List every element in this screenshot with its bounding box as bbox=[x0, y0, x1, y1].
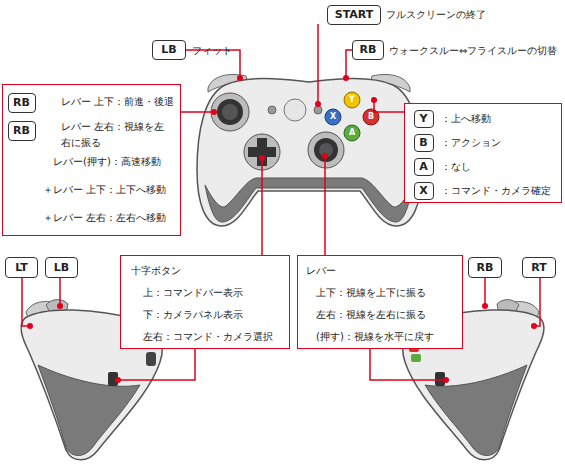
key-box: Y bbox=[414, 110, 434, 128]
description-text: ：コマンド・カメラ確定 bbox=[441, 184, 551, 197]
key-name: LB bbox=[153, 43, 185, 56]
key-box: LB bbox=[152, 40, 186, 60]
key-box: RB bbox=[468, 257, 502, 278]
button-letter: Y bbox=[344, 95, 360, 105]
key-label: フィット bbox=[192, 44, 232, 57]
button-letter: B bbox=[363, 112, 379, 122]
callout-box: ：上へ移動 ：アクション ：なし ：コマンド・カメラ確定 YBAX bbox=[404, 103, 562, 203]
key-name: B bbox=[415, 136, 433, 149]
key-box: RB bbox=[8, 121, 36, 141]
description-text: レバー 左右：視線を左右に振る bbox=[61, 119, 173, 151]
key-box: A bbox=[414, 158, 434, 176]
description-text: レバー(押す)：高速移動 bbox=[53, 155, 161, 168]
key-box: B bbox=[414, 134, 434, 152]
key-name: Y bbox=[415, 112, 433, 125]
key-box: X bbox=[414, 182, 434, 200]
key-box: RT bbox=[522, 257, 556, 278]
description-text: 左右：視線を左右に振る bbox=[316, 308, 426, 321]
description-text: ＋レバー 上下：上下へ移動 bbox=[43, 183, 166, 196]
key-name: LT bbox=[6, 261, 37, 274]
button-letter: A bbox=[344, 128, 360, 138]
description-text: レバー bbox=[306, 264, 336, 277]
description-text: 上下：視線を上下に振る bbox=[316, 286, 426, 299]
description-text: 下：カメラパネル表示 bbox=[143, 308, 243, 321]
key-label: フルスクリーンの終了 bbox=[386, 8, 486, 21]
key-box: RB bbox=[352, 40, 384, 60]
key-name: RB bbox=[9, 124, 35, 137]
key-name: X bbox=[415, 184, 433, 197]
description-text: ＋レバー 左右：左右へ移動 bbox=[43, 211, 166, 224]
key-name: LB bbox=[46, 261, 77, 274]
key-box: LB bbox=[45, 257, 78, 278]
description-text: 十字ボタン bbox=[131, 264, 181, 277]
key-name: RB bbox=[9, 96, 35, 109]
description-text: (押す)：視線を水平に戻す bbox=[316, 330, 434, 343]
callout-box: レバー上下：視線を上下に振る左右：視線を左右に振る (押す)：視線を水平に戻す bbox=[297, 255, 463, 349]
key-label: ウォークスルー⇔フライスルーの切替 bbox=[389, 44, 557, 57]
key-name: RT bbox=[523, 261, 555, 274]
key-name: RB bbox=[353, 43, 383, 56]
callout-box: 十字ボタン上：コマンドバー表示下：カメラパネル表示左右：コマンド・カメラ選択 bbox=[120, 255, 290, 349]
key-box: START bbox=[327, 5, 381, 25]
key-name: START bbox=[328, 8, 380, 21]
button-letter: X bbox=[325, 112, 341, 122]
key-name: RB bbox=[469, 261, 501, 274]
description-text: ：アクション bbox=[441, 136, 501, 149]
description-text: ：なし bbox=[441, 160, 471, 173]
description-text: 上：コマンドバー表示 bbox=[143, 286, 243, 299]
description-text: ：上へ移動 bbox=[441, 112, 491, 125]
key-box: LT bbox=[5, 257, 38, 278]
callout-box: レバー 上下：前進・後退レバー 左右：視線を左右に振るレバー(押す)：高速移動 ＋… bbox=[2, 84, 181, 236]
description-text: レバー 上下：前進・後退 bbox=[61, 95, 174, 108]
key-name: A bbox=[415, 160, 433, 173]
key-box: RB bbox=[8, 93, 36, 113]
description-text: 左右：コマンド・カメラ選択 bbox=[143, 330, 273, 343]
